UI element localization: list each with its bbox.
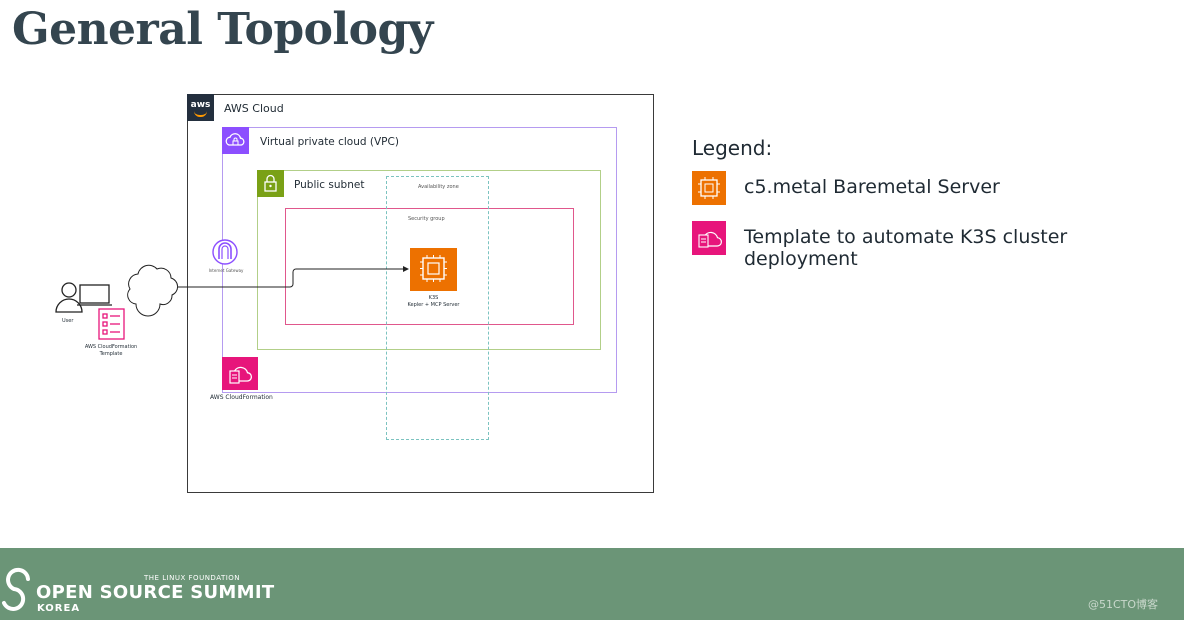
template-label-line2: Template [99,351,123,357]
footer-watermark: @51CTO博客 [1088,598,1159,611]
footer-event: OPEN SOURCE SUMMIT [36,582,275,603]
user-icon [55,282,112,313]
public-subnet-group [257,170,601,350]
subnet-lock-icon [257,170,284,197]
k3s-ec2-instance-icon [410,248,457,291]
ec2-instance-icon [692,171,726,205]
template-label-line1: AWS CloudFormation [84,344,138,350]
footer-region: KOREA [37,603,81,614]
k3s-label: K3S Kepler + MCP Server [400,295,467,309]
cloudformation-icon [222,357,258,390]
vpc-cloud-lock-icon [222,127,249,154]
internet-cloud-icon [127,264,179,317]
cloudformation-template-icon [98,308,125,340]
cloudformation-template-icon [692,221,726,255]
template-label: AWS CloudFormation Template [80,344,142,358]
public-subnet-label: Public subnet [294,179,365,191]
connection-arrow [176,266,409,288]
availability-zone-label: Availability zone [418,184,459,190]
user-label: User [62,318,74,324]
legend-item-cloudformation: Template to automate K3S cluster deploym… [744,226,1068,270]
footer-band [0,548,1184,620]
aws-logo-icon: aws [187,94,214,121]
k3s-label-subtitle: Kepler + MCP Server [407,302,460,308]
security-group-label: Security group [408,216,445,222]
aws-cloud-label: AWS Cloud [224,102,284,115]
security-group [285,208,574,325]
cloudformation-label: AWS CloudFormation [210,394,273,401]
footer-org: THE LINUX FOUNDATION [144,574,241,582]
aws-cloud-group [187,94,654,493]
internet-gateway-label: Internet Gateway [208,268,244,273]
availability-zone-group [386,176,489,440]
vpc-label: Virtual private cloud (VPC) [260,136,399,148]
legend-title: Legend: [692,136,773,160]
aws-logo-text: aws [190,100,211,110]
internet-gateway-icon [212,239,238,265]
k3s-label-title: K3S [428,295,439,301]
legend-item-ec2: c5.metal Baremetal Server [744,176,1000,198]
slide-title: General Topology [12,4,433,55]
